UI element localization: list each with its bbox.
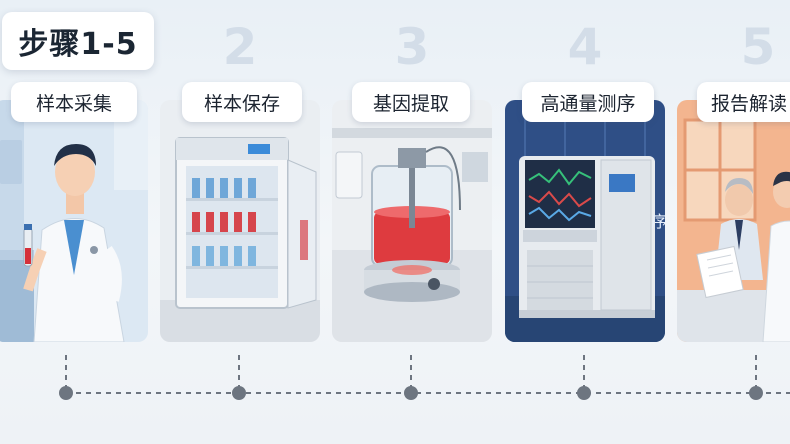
step-label-report: 报告解读 — [697, 82, 790, 122]
refrigerator-illustration — [160, 100, 320, 342]
step-card-sequencing: 序 — [505, 100, 665, 342]
step-number-4: 4 — [567, 18, 603, 76]
doctor-illustration — [0, 100, 148, 342]
page-title: 步骤1-5 — [2, 12, 154, 70]
step-number-3: 3 — [394, 18, 430, 76]
step-label-sequencing: 高通量测序 — [522, 82, 654, 122]
step-card-gene-extraction — [332, 100, 492, 342]
consultation-illustration — [677, 100, 790, 342]
step-number-5: 5 — [740, 18, 776, 76]
step-number-2: 2 — [222, 18, 258, 76]
step-label-sample-collection: 样本采集 — [11, 82, 137, 122]
extraction-illustration — [332, 100, 492, 342]
timeline-node-3 — [404, 386, 418, 400]
timeline-node-1 — [59, 386, 73, 400]
timeline-node-4 — [577, 386, 591, 400]
timeline-node-2 — [232, 386, 246, 400]
step-label-gene-extraction: 基因提取 — [352, 82, 470, 122]
room-sign-text: 序 — [651, 212, 665, 231]
sequencer-illustration — [505, 100, 665, 342]
step-card-sample-collection — [0, 100, 148, 342]
step-label-sample-storage: 样本保存 — [182, 82, 302, 122]
step-card-report — [677, 100, 790, 342]
step-timeline — [59, 355, 790, 400]
step-card-sample-storage — [160, 100, 320, 342]
timeline-node-5 — [749, 386, 763, 400]
